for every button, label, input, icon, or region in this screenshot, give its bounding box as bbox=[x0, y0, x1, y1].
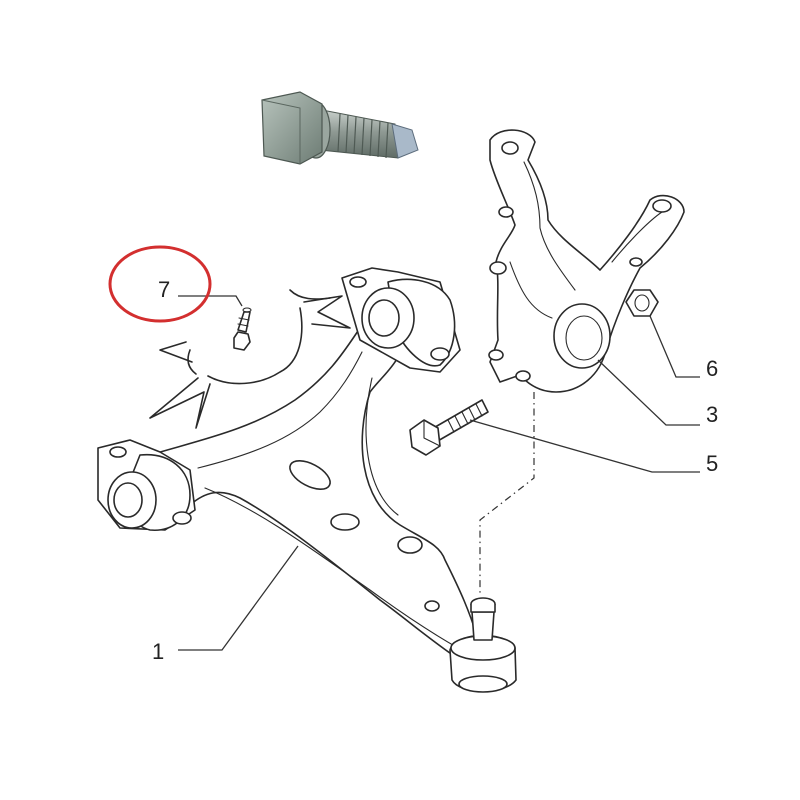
lower-control-arm bbox=[97, 267, 517, 693]
callout-7: 7 bbox=[158, 277, 170, 302]
bolt-photo bbox=[261, 91, 419, 165]
steering-knuckle bbox=[488, 129, 685, 393]
knuckle-bolt bbox=[409, 399, 489, 456]
callout-3: 3 bbox=[706, 402, 718, 427]
highlight-circle bbox=[108, 245, 212, 323]
bushing-bolt bbox=[233, 307, 252, 351]
detail-burst bbox=[149, 289, 351, 429]
assembly-axis-line bbox=[479, 392, 535, 595]
callout-6: 6 bbox=[706, 356, 718, 381]
hex-nut bbox=[625, 289, 659, 317]
callout-5: 5 bbox=[706, 451, 718, 476]
leader-lines bbox=[178, 295, 700, 651]
callout-1: 1 bbox=[152, 639, 164, 664]
